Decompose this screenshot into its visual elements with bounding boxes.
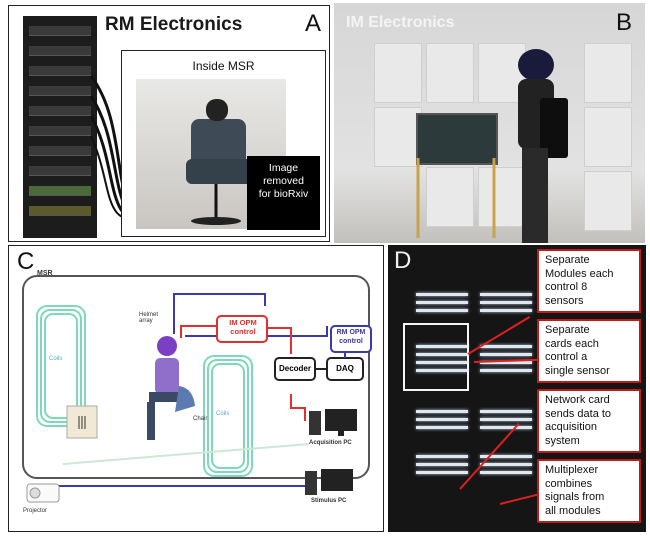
chair-label: Chair xyxy=(193,416,208,422)
callout-4-line-3: signals from xyxy=(545,491,605,503)
removed-line-2: removed xyxy=(263,175,304,187)
panel-c: C xyxy=(8,245,384,532)
rm-control-line-1: RM OPM xyxy=(336,329,366,336)
stimulus-pc-label: Stimulus PC xyxy=(311,498,347,504)
rm-opm-control-box: RM OPM control xyxy=(331,328,371,346)
panel-b-letter: B xyxy=(616,9,633,36)
rack-electronics-photo xyxy=(23,16,97,238)
panel-a-letter: A xyxy=(305,10,322,37)
arrow-1 xyxy=(467,316,531,355)
inset-caption: Inside MSR xyxy=(192,59,255,73)
callout-4-line-2: combines xyxy=(545,477,593,490)
module-highlight-box xyxy=(403,323,469,391)
callout-1-line-4: sensors xyxy=(545,294,584,307)
system-diagram xyxy=(22,275,372,503)
callout-network-card: Network card sends data to acquisition s… xyxy=(537,389,641,453)
callout-4-line-1: Multiplexer xyxy=(545,464,599,476)
panel-d-letter: D xyxy=(394,247,412,274)
callout-cards: Separate cards each control a single sen… xyxy=(537,319,641,383)
screen-stand xyxy=(416,158,496,238)
helmet-label-2: array xyxy=(139,318,153,324)
decoder-box: Decoder xyxy=(278,364,311,373)
callout-1-line-3: control 8 xyxy=(545,281,588,293)
panel-b-title: IM Electronics xyxy=(346,14,455,31)
coil-label-right: Coils xyxy=(216,411,230,417)
im-opm-control-box: IM OPM control xyxy=(219,318,267,336)
callout-2-line-3: control a xyxy=(545,351,588,363)
callout-2-line-4: single sensor xyxy=(545,364,610,377)
callout-2-line-1: Separate xyxy=(545,324,590,336)
msr-label: MSR xyxy=(37,270,53,277)
image-removed-note: Image removed for bioRxiv xyxy=(247,156,320,230)
acquisition-pc-label: Acquisition PC xyxy=(309,440,352,446)
callout-2-line-2: cards each xyxy=(545,337,599,350)
chair-photo xyxy=(136,79,286,229)
callout-3-line-3: acquisition xyxy=(545,421,597,433)
projector-label: Projector xyxy=(23,508,48,514)
daq-box: DAQ xyxy=(336,364,354,373)
coil-label-left: Coils xyxy=(49,356,63,362)
panel-d: D Separate Modules each control 8 sensor… xyxy=(388,245,646,532)
helmet-label: Helmet array xyxy=(139,312,158,324)
panel-b: IM Electronics B xyxy=(334,3,645,243)
callout-3-line-2: sends data to xyxy=(545,407,612,420)
inside-msr-inset: Inside MSR Image removed for bioRxiv xyxy=(121,50,326,237)
panel-a: RM Electronics A Inside MSR Image remove… xyxy=(8,5,330,242)
removed-line-3: for bioRxiv xyxy=(258,188,309,200)
callout-4-line-4: all modules xyxy=(545,504,601,517)
person-with-opm-helmet xyxy=(518,49,568,243)
helmet-label-1: Helmet xyxy=(139,312,159,318)
callout-1-line-1: Separate xyxy=(545,254,590,266)
im-control-line-2: control xyxy=(230,327,256,336)
removed-line-1: Image xyxy=(268,162,299,174)
panel-a-title: RM Electronics xyxy=(105,14,243,35)
callout-3-line-4: system xyxy=(545,434,580,447)
panel-c-letter: C xyxy=(17,248,35,275)
display-screen xyxy=(416,113,498,165)
rm-control-line-2: control xyxy=(339,338,363,345)
arrow-4 xyxy=(499,493,540,505)
im-control-line-1: IM OPM xyxy=(229,318,257,327)
callout-3-line-1: Network card xyxy=(545,394,610,406)
callout-1-line-2: Modules each xyxy=(545,267,614,280)
callout-modules: Separate Modules each control 8 sensors xyxy=(537,249,641,313)
callout-multiplexer: Multiplexer combines signals from all mo… xyxy=(537,459,641,523)
